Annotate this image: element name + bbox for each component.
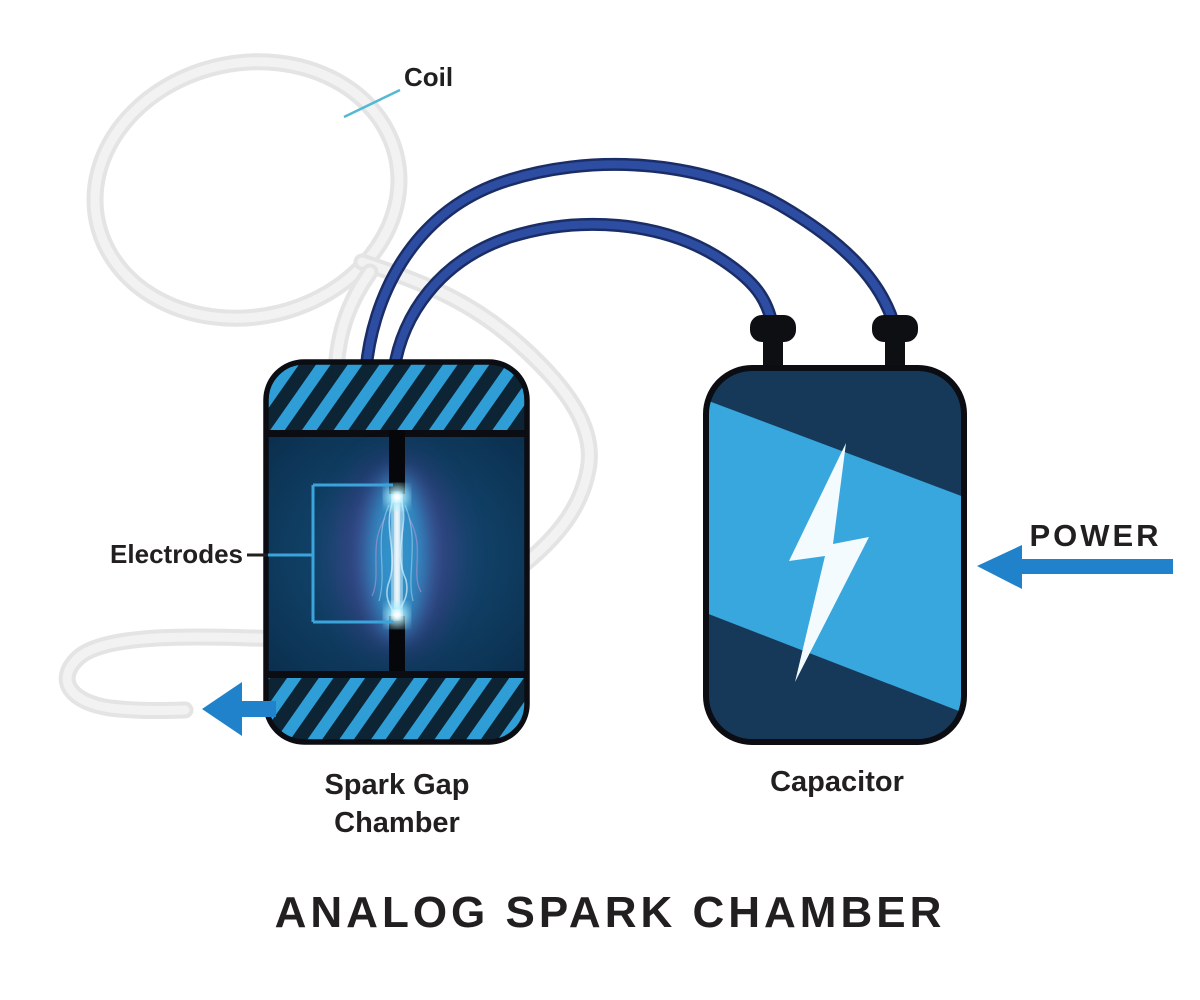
coil-label: Coil — [404, 62, 454, 92]
electrodes-bracket — [268, 483, 393, 624]
electrodes-leader — [247, 483, 393, 624]
power-arrow-icon — [977, 545, 1173, 589]
capacitor-label: Capacitor — [770, 766, 904, 798]
electrode-top — [389, 430, 405, 494]
wires — [359, 157, 902, 372]
spark-gap-chamber-label: Spark Gap Chamber — [324, 769, 470, 839]
coil-leader-line — [343, 88, 401, 119]
wire-outer — [359, 157, 902, 371]
terminal-cap-left — [750, 315, 796, 342]
lightning-bolt-icon — [789, 443, 869, 682]
terminal-cap-right — [872, 315, 918, 342]
electrode-bottom — [389, 616, 405, 672]
capacitor-body — [703, 365, 967, 745]
exhaust-arrow-icon — [202, 682, 276, 736]
electrodes-label: Electrodes — [110, 539, 243, 569]
wire-inner — [387, 217, 780, 372]
page-title: ANALOG SPARK CHAMBER — [274, 888, 946, 937]
chamber-bottom-hatch — [266, 678, 527, 742]
chamber-top-hatch — [266, 362, 527, 430]
power-label: POWER — [1029, 518, 1162, 553]
coil-tube — [58, 53, 598, 720]
spark-gap-chamber-body — [263, 359, 530, 745]
